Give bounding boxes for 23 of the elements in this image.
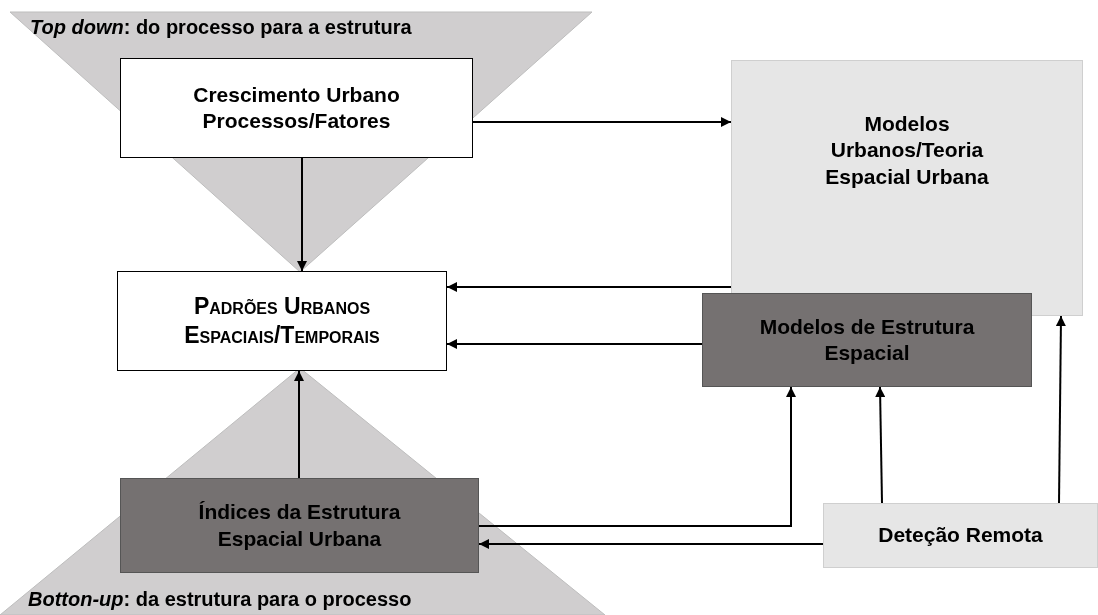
box-label: Modelos de Estrutura Espacial xyxy=(758,313,976,366)
box-label: Modelos Urbanos/Teoria Espacial Urbana xyxy=(824,111,990,190)
arrow xyxy=(875,386,886,504)
arrow xyxy=(478,539,824,549)
box-label: Índices da Estrutura Espacial Urbana xyxy=(197,499,402,552)
process-box xyxy=(120,478,479,573)
arrow xyxy=(446,339,703,349)
process-box xyxy=(120,58,473,158)
box-label: Crescimento Urbano Processos/Fatores xyxy=(192,81,401,134)
arrow xyxy=(446,282,732,292)
arrow xyxy=(1055,315,1066,504)
box-label: Padrões Urbanos Espaciais/Temporais xyxy=(183,292,381,350)
arrow xyxy=(472,117,732,127)
funnel-caption: Botton-up: da estrutura para o processo xyxy=(28,588,412,611)
arrow xyxy=(294,370,304,479)
process-box xyxy=(117,271,447,371)
process-box xyxy=(702,293,1032,387)
funnel-caption: Top down: do processo para a estrutura xyxy=(30,16,412,39)
process-box xyxy=(823,503,1098,568)
box-label: Deteção Remota xyxy=(878,522,1043,549)
arrow xyxy=(478,386,796,527)
process-box xyxy=(731,60,1083,316)
arrow xyxy=(297,157,307,272)
